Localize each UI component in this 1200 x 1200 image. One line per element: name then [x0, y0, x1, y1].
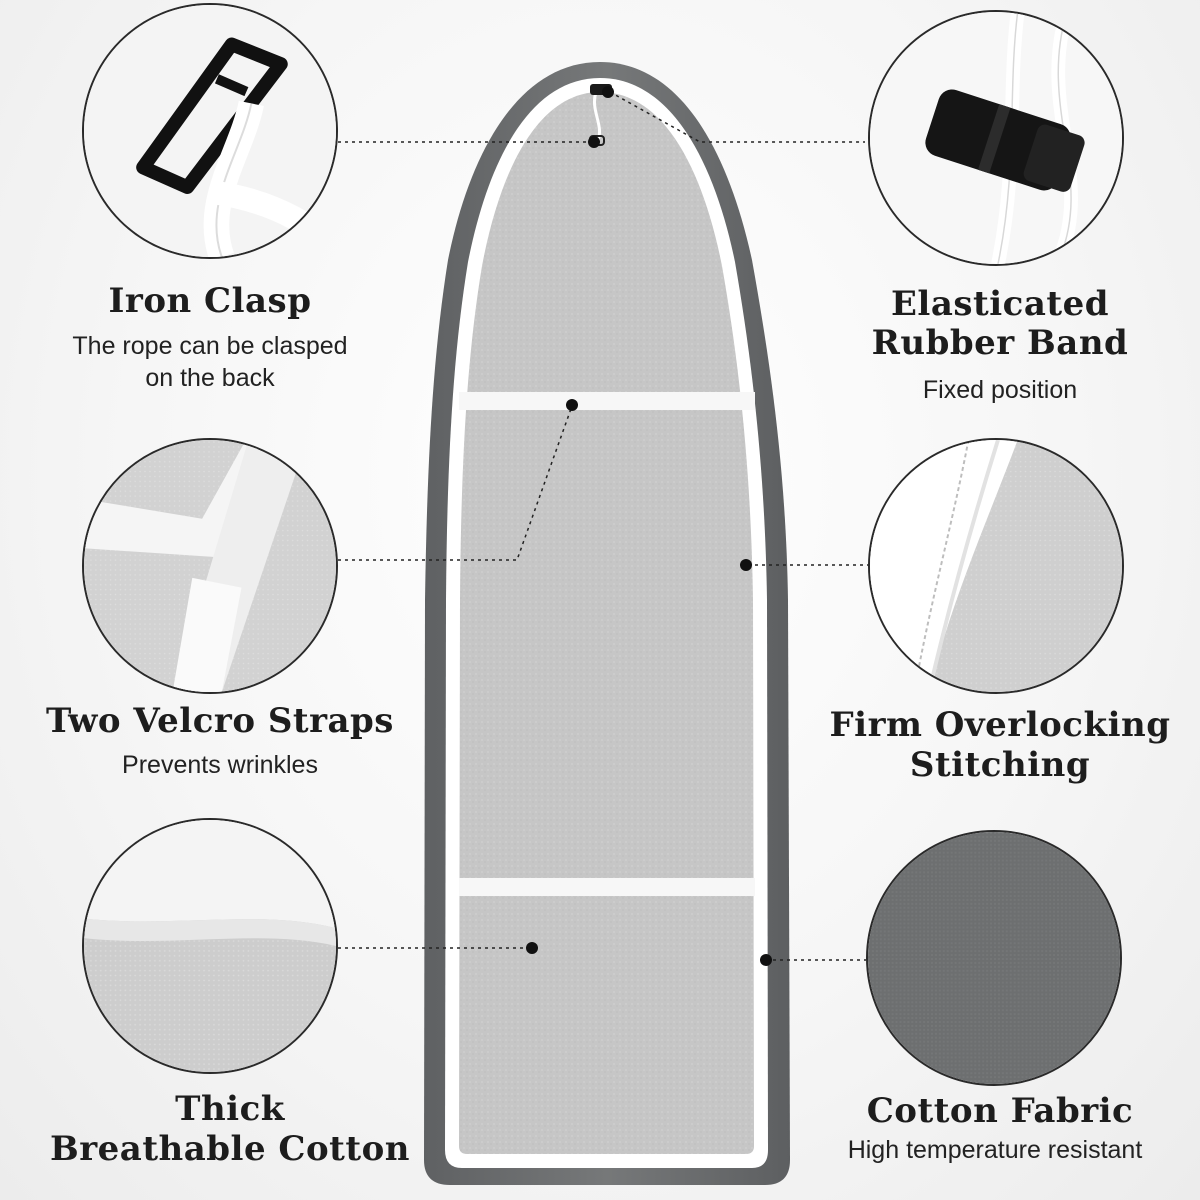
cotton-fabric-desc: High temperature resistant [847, 1136, 1143, 1164]
fabric-swatch-icon [868, 832, 1120, 1084]
overlocking-stitching-closeup [868, 438, 1124, 694]
rubber-band-desc: Fixed position [922, 376, 1078, 404]
velcro-straps-title: Two Velcro Straps [46, 701, 394, 741]
cotton-layer-icon [84, 820, 336, 1072]
iron-clasp-desc-line1: The rope can be clasped [72, 332, 348, 360]
stitching-icon [870, 440, 1122, 692]
thick-cotton-title-line1: Thick [175, 1089, 285, 1129]
cotton-fabric-title: Cotton Fabric [866, 1091, 1134, 1131]
rubber-band-closeup [868, 10, 1124, 266]
cotton-fabric-closeup [866, 830, 1122, 1086]
iron-clasp-title: Iron Clasp [108, 281, 312, 321]
iron-clasp-desc-line2: on the back [145, 364, 275, 392]
thick-cotton-closeup [82, 818, 338, 1074]
stitching-title-line2: Stitching [909, 745, 1091, 785]
rubber-band-title-line2: Rubber Band [871, 323, 1129, 363]
velcro-straps-closeup [82, 438, 338, 694]
stitching-title-line1: Firm Overlocking [829, 705, 1171, 745]
strap-lower [459, 878, 755, 896]
velcro-straps-desc: Prevents wrinkles [122, 751, 318, 779]
iron-clasp-closeup [82, 3, 338, 259]
velcro-strap-icon [84, 440, 336, 692]
thick-cotton-title-line2: Breathable Cotton [50, 1129, 410, 1169]
iron-clasp-icon [84, 5, 336, 257]
rubber-band-title-line1: Elasticated [891, 284, 1109, 324]
strap-upper [459, 392, 755, 410]
cord-lock-closeup-icon [870, 12, 1122, 264]
board-felt [459, 92, 754, 1154]
cord-lock-icon [590, 84, 612, 95]
